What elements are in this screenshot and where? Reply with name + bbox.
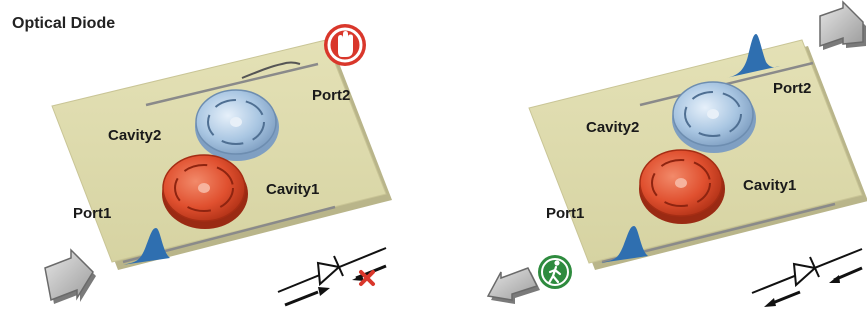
- label-port1: Port1: [546, 205, 584, 222]
- input-arrow-icon: [44, 248, 96, 304]
- residual-pulse: [241, 61, 301, 79]
- upper-waveguide: [145, 62, 319, 107]
- walking-person-icon: [538, 255, 572, 289]
- label-cavity2: Cavity2: [586, 119, 639, 136]
- cavity2-ring: [195, 89, 279, 161]
- output-arrow-icon: [486, 267, 540, 304]
- input-pulse: [600, 226, 648, 263]
- panel-pass: Cavity2 Cavity1 Port1 Port2: [486, 0, 867, 307]
- cavity2-ring: [672, 81, 756, 153]
- blocked-x-icon: [359, 270, 375, 286]
- diode-symbol-blocked: [277, 247, 387, 307]
- output-pulse: [726, 34, 780, 78]
- stop-hand-icon: [324, 24, 366, 66]
- port2-arrow-icon: [819, 0, 866, 50]
- label-port2: Port2: [773, 80, 811, 97]
- cavity1-ring: [639, 149, 725, 224]
- label-port2: Port2: [312, 87, 350, 104]
- figure-title: Optical Diode: [12, 15, 115, 32]
- label-cavity2: Cavity2: [108, 127, 161, 144]
- label-cavity1: Cavity1: [266, 181, 319, 198]
- cavity1-ring: [162, 154, 248, 229]
- label-cavity1: Cavity1: [743, 177, 796, 194]
- label-port1: Port1: [73, 205, 111, 222]
- diode-symbol-pass: [751, 248, 863, 307]
- input-pulse: [122, 228, 170, 265]
- panel-blocked: Cavity2 Cavity1 Port1 Port2: [44, 24, 392, 307]
